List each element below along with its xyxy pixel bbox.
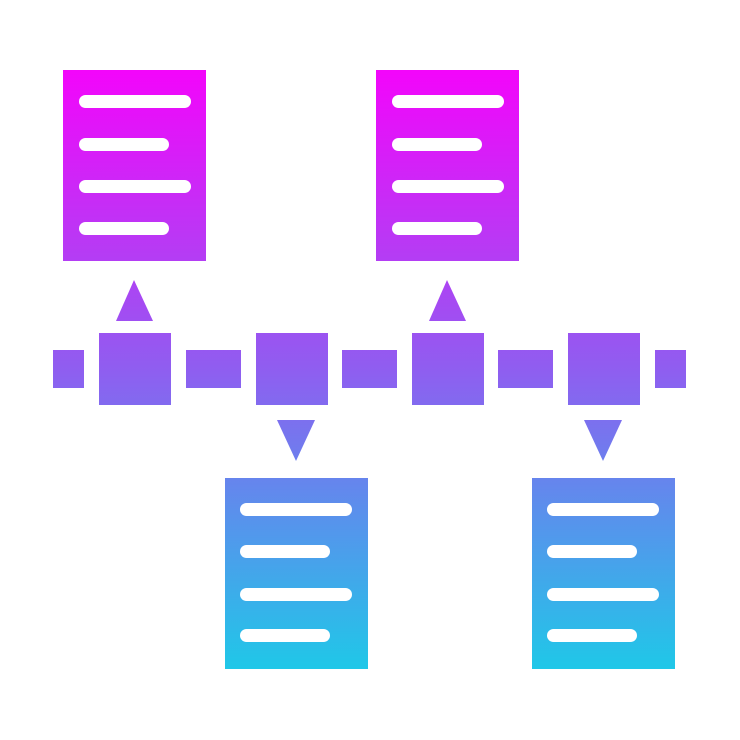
timeline-node-1 <box>99 333 171 405</box>
arrow-up-icon <box>429 280 466 321</box>
document-4-line <box>547 588 659 601</box>
arrow-up-icon <box>116 280 153 321</box>
document-1-line <box>79 138 169 151</box>
document-3-line <box>392 180 504 193</box>
timeline-node-4 <box>568 333 640 405</box>
document-1-line <box>79 222 169 235</box>
document-1-line <box>79 95 191 108</box>
timeline-node-2 <box>256 333 328 405</box>
timeline-connector <box>498 350 553 388</box>
document-1 <box>63 70 206 261</box>
document-2 <box>225 478 368 669</box>
document-3-line <box>392 95 504 108</box>
document-4-line <box>547 545 637 558</box>
document-2-line <box>240 588 352 601</box>
document-2-line <box>240 629 330 642</box>
document-4-line <box>547 629 637 642</box>
document-3 <box>376 70 519 261</box>
document-4 <box>532 478 675 669</box>
arrow-down-icon <box>277 420 315 461</box>
document-2-line <box>240 503 352 516</box>
timeline-connector <box>342 350 397 388</box>
timeline-node-3 <box>412 333 484 405</box>
document-1-line <box>79 180 191 193</box>
arrow-down-icon <box>584 420 622 461</box>
document-3-line <box>392 138 482 151</box>
timeline-connector <box>655 350 686 388</box>
document-3-line <box>392 222 482 235</box>
document-4-line <box>547 503 659 516</box>
timeline-connector <box>53 350 84 388</box>
timeline-connector <box>186 350 241 388</box>
document-2-line <box>240 545 330 558</box>
